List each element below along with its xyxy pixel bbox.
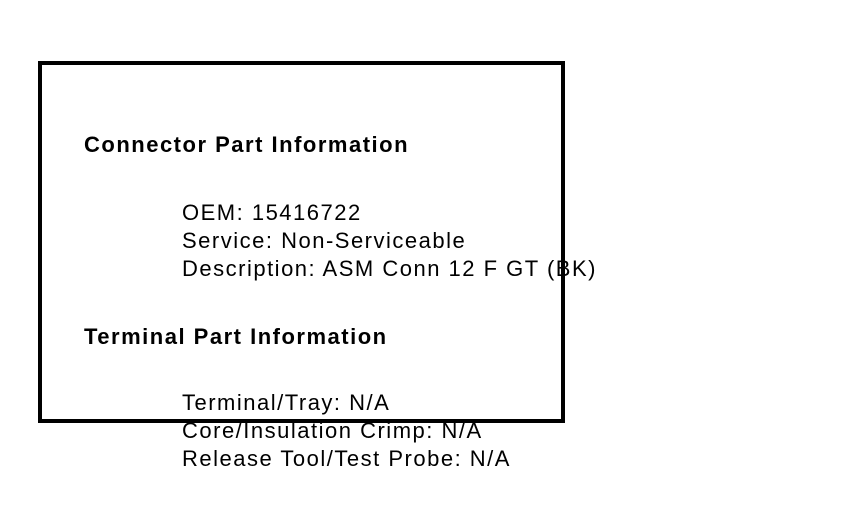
connector-section-heading: Connector Part Information: [84, 132, 410, 157]
terminal-section-heading: Terminal Part Information: [84, 324, 388, 349]
release-tool-test-probe-line: Release Tool/Test Probe: N/A: [182, 446, 511, 471]
connector-section-fields: OEM: 15416722 Service: Non-Serviceable D…: [182, 199, 597, 283]
part-info-panel: Connector Part Information OEM: 15416722…: [38, 61, 595, 471]
service-line: Service: Non-Serviceable: [182, 228, 467, 253]
terminal-tray-line: Terminal/Tray: N/A: [182, 390, 391, 415]
core-insulation-crimp-line: Core/Insulation Crimp: N/A: [182, 418, 483, 443]
description-line: Description: ASM Conn 12 F GT (BK): [182, 256, 597, 281]
oem-line: OEM: 15416722: [182, 200, 362, 225]
terminal-section-fields: Terminal/Tray: N/A Core/Insulation Crimp…: [182, 389, 511, 473]
